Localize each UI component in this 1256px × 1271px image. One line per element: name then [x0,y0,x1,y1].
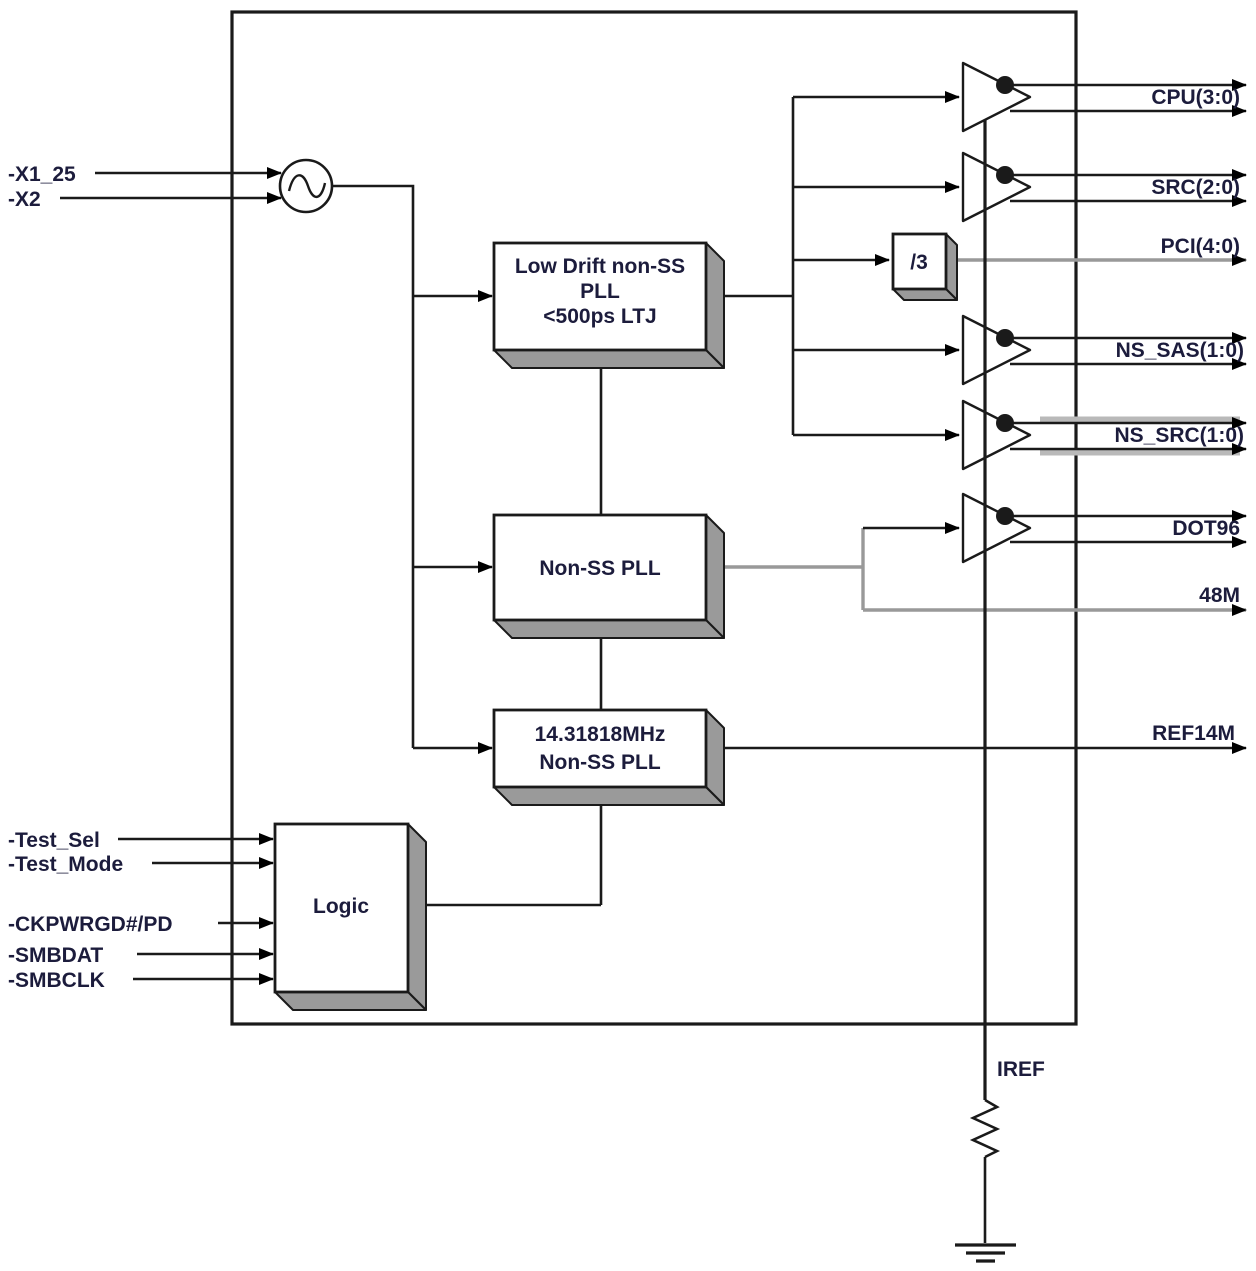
pin-label-x1-25: -X1_25 [8,163,76,186]
output-label-48m: 48M [1199,584,1240,607]
wires [60,91,1247,985]
output-label-dot96: DOT96 [1172,517,1240,540]
chip-boundary-box [230,10,1078,1026]
ns-sas-buffer-icon [961,314,1032,386]
non-ss-pll-block: Non-SS PLL [492,513,725,639]
pin-labels: -X1_25 -X2 -Test_Sel -Test_Mode -CKPWRGD… [8,163,173,992]
logic-label: Logic [313,895,369,918]
cpu-buffer-icon [961,61,1032,133]
output-label-pci: PCI(4:0) [1161,235,1240,258]
pin-label-smbdat: -SMBDAT [8,944,103,967]
pin-label-test-sel: -Test_Sel [8,829,100,852]
pin-label-ckpwrgd-pd: -CKPWRGD#/PD [8,913,173,936]
low-drift-pll-block: Low Drift non-SS PLL <500ps LTJ [492,241,725,369]
pin-label-x2: -X2 [8,188,41,211]
ns-src-buffer-icon [961,399,1032,471]
low-drift-pll-label: Low Drift non-SS [515,255,685,278]
iref-resistor-icon [969,1098,1001,1243]
ref14m-pll-label: Non-SS PLL [539,751,660,774]
output-label-ns-src: NS_SRC(1:0) [1114,424,1244,447]
divide-by-3-label: /3 [910,251,928,274]
output-labels: CPU(3:0) SRC(2:0) PCI(4:0) NS_SAS(1:0) N… [997,86,1244,1081]
ref14m-pll-block: 14.31818MHz Non-SS PLL [492,708,725,806]
output-label-src: SRC(2:0) [1151,176,1240,199]
pin-label-iref: IREF [997,1058,1045,1081]
oscillator-icon [278,158,334,214]
low-drift-pll-label: PLL [580,280,620,303]
output-label-ref14m: REF14M [1152,722,1235,745]
ref14m-pll-label: 14.31818MHz [535,723,666,746]
output-label-ns-sas: NS_SAS(1:0) [1116,339,1244,362]
dot96-buffer-icon [961,492,1032,564]
non-ss-pll-label: Non-SS PLL [539,557,660,580]
output-label-cpu: CPU(3:0) [1151,86,1240,109]
output-buffers [961,61,1247,564]
pin-label-smbclk: -SMBCLK [8,969,105,992]
low-drift-pll-label: <500ps LTJ [543,305,656,328]
ground-icon [955,1243,1016,1263]
pin-label-test-mode: -Test_Mode [8,853,123,876]
src-buffer-icon [961,151,1032,223]
logic-block: Logic [273,822,427,1011]
divide-by-3-block: /3 [891,232,958,301]
